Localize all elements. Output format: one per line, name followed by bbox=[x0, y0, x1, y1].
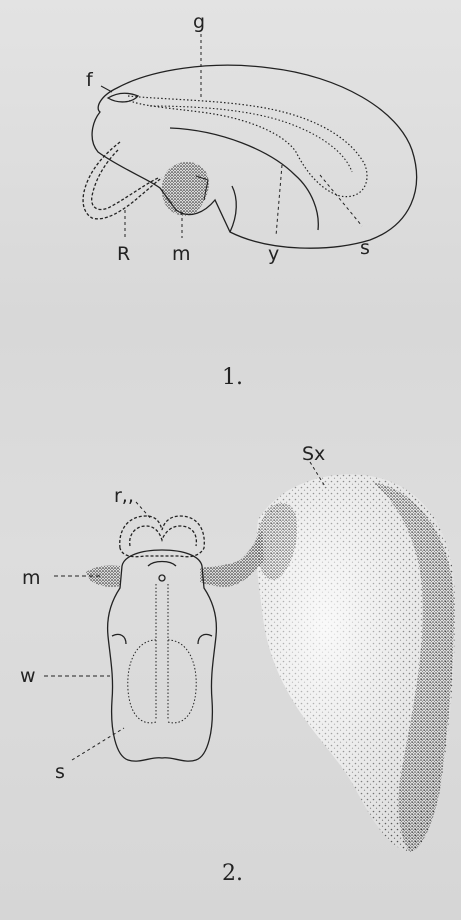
fig1-label-s: s bbox=[360, 237, 370, 259]
fig2-label-Sx: Sx bbox=[302, 443, 325, 465]
fig1-leader-s bbox=[320, 175, 362, 226]
fig1-caption: 1. bbox=[222, 365, 243, 390]
fig1-gut-dotted-2 bbox=[150, 106, 352, 172]
fig2-central-dotted bbox=[156, 584, 168, 720]
fig2-head-cap bbox=[148, 562, 176, 567]
fig1-label-m: m bbox=[172, 243, 191, 265]
fig1-body-outline bbox=[92, 65, 416, 248]
fig2-label-s: s bbox=[55, 761, 65, 783]
fig2-lobe-left-dotted bbox=[128, 640, 156, 723]
fig1-lower-inner bbox=[230, 186, 236, 232]
fig2-leader-r bbox=[136, 502, 152, 520]
fig2-right-notch bbox=[198, 634, 212, 644]
fig1-label-R: R bbox=[117, 243, 130, 265]
fig2-label-r: r,, bbox=[114, 485, 134, 507]
fig2-label-w: w bbox=[20, 665, 36, 687]
fig2-rostrum-inner bbox=[130, 526, 197, 546]
fig2-left-notch bbox=[112, 634, 126, 644]
figure-2-mass-Sx bbox=[200, 474, 455, 852]
fig1-head bbox=[108, 93, 138, 102]
fig1-leader-y bbox=[276, 165, 282, 236]
fig1-label-y: y bbox=[268, 243, 279, 265]
fig1-label-g: g bbox=[193, 11, 205, 33]
fig2-caption: 2. bbox=[222, 861, 243, 886]
fig2-label-m: m bbox=[22, 567, 41, 589]
fig1-mass-m bbox=[162, 162, 209, 216]
figure-1 bbox=[83, 34, 417, 248]
fig1-leader-f bbox=[101, 86, 112, 92]
fig2-lobe-right-dotted bbox=[168, 640, 196, 723]
fig2-mouth bbox=[159, 575, 165, 581]
fig1-label-f: f bbox=[86, 69, 94, 91]
